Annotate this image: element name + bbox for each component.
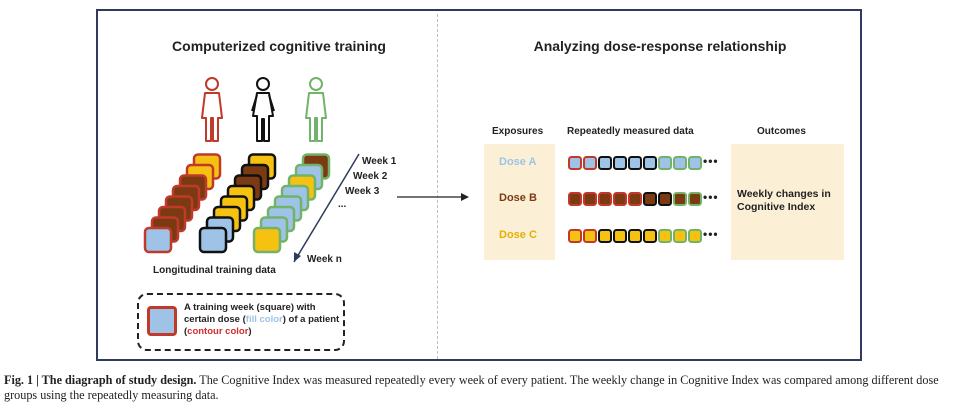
measurement-square xyxy=(568,192,582,206)
legend-sample-square xyxy=(147,306,177,336)
dose-c-ellipsis: ••• xyxy=(703,227,719,241)
repeated-measure-sequences xyxy=(568,156,702,243)
stack-red-patient xyxy=(143,153,222,254)
week-label-3: Week 3 xyxy=(345,186,380,197)
measurement-square xyxy=(658,156,672,170)
measurement-square xyxy=(598,192,612,206)
measurement-square xyxy=(568,156,582,170)
week-axis-arrow xyxy=(293,153,360,263)
legend-box xyxy=(137,293,345,351)
training-week-square xyxy=(252,226,282,254)
training-week-square xyxy=(143,226,173,254)
patient-figures xyxy=(201,77,327,142)
measurement-square xyxy=(673,229,687,243)
measurement-square xyxy=(628,156,642,170)
contour-color-label: contour color xyxy=(187,326,249,337)
measurement-square xyxy=(658,192,672,206)
dose-c-label: Dose C xyxy=(499,229,537,241)
measurement-square xyxy=(673,156,687,170)
fill-color-label: fill color xyxy=(245,314,283,325)
flow-arrow xyxy=(397,193,469,201)
legend-text: A training week (square) with certain do… xyxy=(184,302,340,337)
dose-a-ellipsis: ••• xyxy=(703,154,719,168)
stack-green-patient xyxy=(252,153,331,254)
outcomes-panel xyxy=(731,144,844,260)
repeated-data-header: Repeatedly measured data xyxy=(567,126,694,137)
measurement-square xyxy=(643,156,657,170)
measurement-square xyxy=(688,192,702,206)
measurement-square xyxy=(598,229,612,243)
figure-caption: Fig. 1 | The diagraph of study design. T… xyxy=(4,373,956,403)
measurement-square xyxy=(598,156,612,170)
outcomes-header: Outcomes xyxy=(757,126,806,137)
figure-frame xyxy=(96,9,862,361)
dose-b-sequence xyxy=(568,192,702,206)
training-week-stacks xyxy=(143,153,331,254)
stack-black-patient xyxy=(198,153,277,254)
patient-red-icon xyxy=(201,77,223,142)
measurement-square xyxy=(583,229,597,243)
measurement-square xyxy=(613,229,627,243)
measurement-square xyxy=(583,156,597,170)
exposures-panel xyxy=(484,144,555,260)
measurement-square xyxy=(628,229,642,243)
week-label-n: Week n xyxy=(307,254,342,265)
exposures-header: Exposures xyxy=(492,126,544,137)
measurement-square xyxy=(643,229,657,243)
training-week-square xyxy=(198,226,228,254)
dose-a-label: Dose A xyxy=(499,156,537,168)
measurement-square xyxy=(628,192,642,206)
measurement-square xyxy=(658,229,672,243)
longitudinal-data-label: Longitudinal training data xyxy=(153,265,276,276)
patient-green-icon xyxy=(305,77,327,142)
right-panel-title: Analyzing dose-response relationship xyxy=(533,38,787,54)
measurement-square xyxy=(583,192,597,206)
measurement-square xyxy=(688,156,702,170)
panel-divider xyxy=(437,14,438,359)
dose-b-ellipsis: ••• xyxy=(703,190,719,204)
measurement-square xyxy=(688,229,702,243)
measurement-square xyxy=(673,192,687,206)
measurement-square xyxy=(613,156,627,170)
left-panel-title: Computerized cognitive training xyxy=(172,38,386,54)
caption-label: Fig. 1 | The diagraph of study design. xyxy=(4,373,197,387)
dose-b-label: Dose B xyxy=(499,192,537,204)
week-label-1: Week 1 xyxy=(362,156,397,167)
measurement-square xyxy=(643,192,657,206)
measurement-square xyxy=(568,229,582,243)
patient-black-icon xyxy=(251,77,275,142)
dose-c-sequence xyxy=(568,229,702,243)
outcome-text: Weekly changes in Cognitive Index xyxy=(737,188,831,213)
measurement-square xyxy=(613,192,627,206)
caption-text: The Cognitive Index was measured repeate… xyxy=(4,373,939,402)
dose-a-sequence xyxy=(568,156,702,170)
week-label-ellipsis: ... xyxy=(338,199,347,210)
week-label-2: Week 2 xyxy=(353,171,388,182)
